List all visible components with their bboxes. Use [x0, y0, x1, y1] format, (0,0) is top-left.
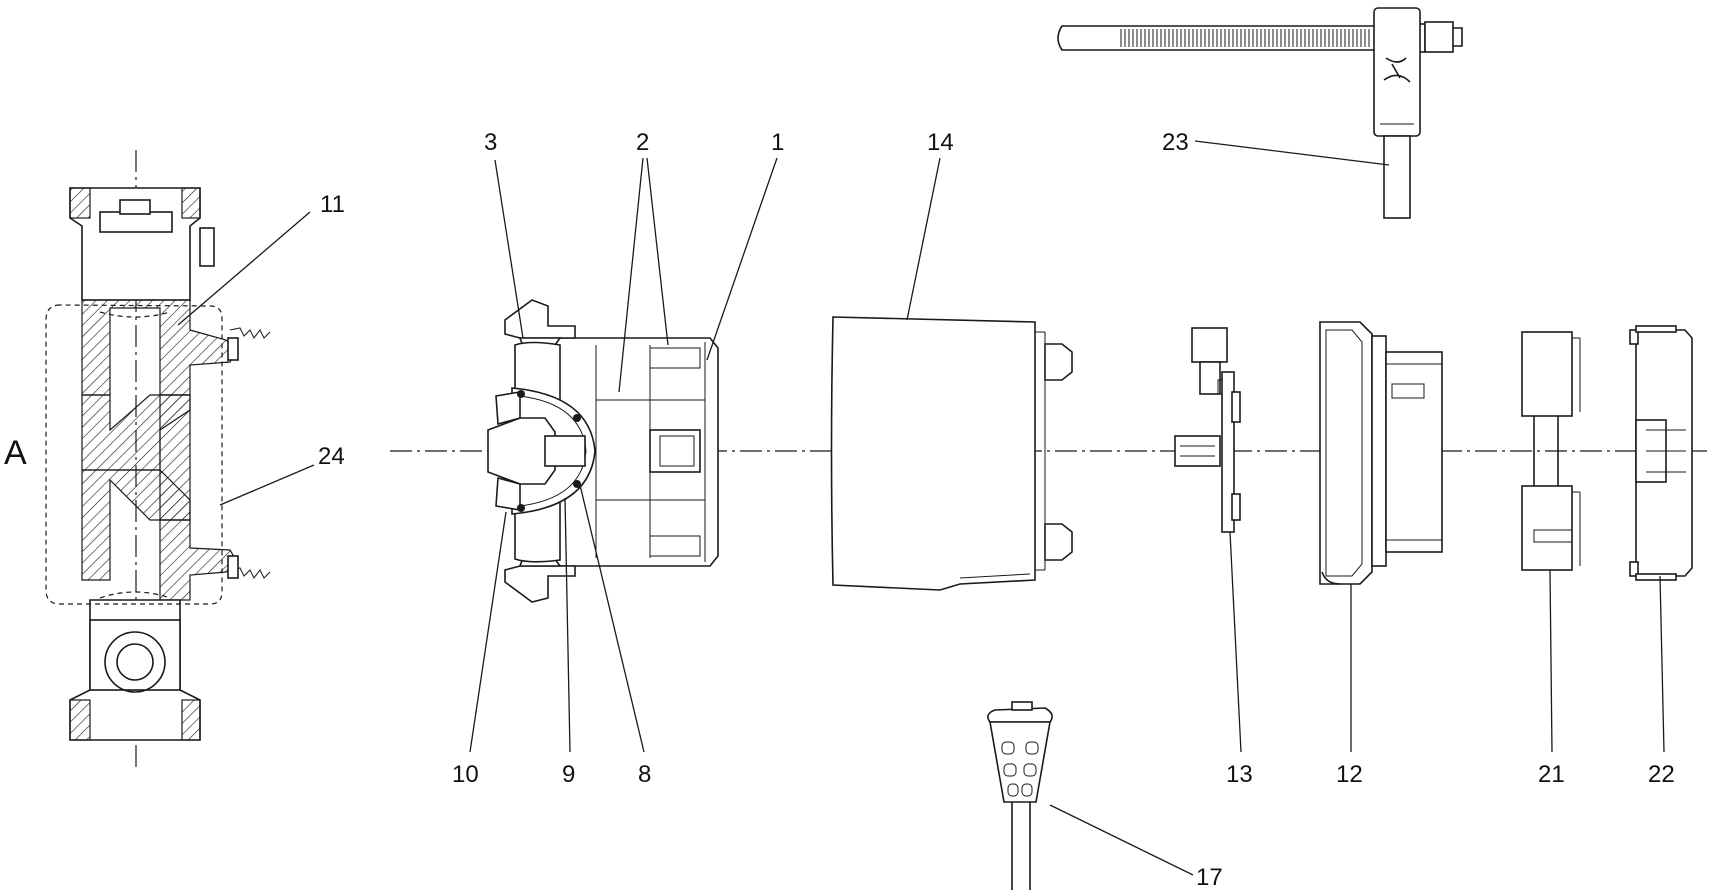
- bearing-ball-bottom: [517, 504, 525, 512]
- leader-8: [579, 484, 645, 753]
- leader-13: [1229, 531, 1242, 753]
- pcb-board: [1221, 371, 1235, 533]
- leader-11: [177, 211, 311, 326]
- leader-2a: [618, 157, 644, 393]
- leader-1: [706, 157, 778, 361]
- cover-21: [1521, 331, 1581, 571]
- leader-23: [1194, 140, 1390, 166]
- stator-assembly: [487, 299, 719, 603]
- cover-tab-top: [1044, 343, 1073, 381]
- front-cover-22: [1629, 325, 1693, 581]
- detail-boundary: [45, 304, 223, 605]
- cover-tab-bottom: [1044, 523, 1073, 561]
- callout-13: 13: [1226, 761, 1253, 788]
- leader-24: [219, 464, 315, 506]
- cover-body: [830, 316, 1036, 591]
- cover-21-bottom: [1521, 485, 1573, 571]
- body-upper: [81, 299, 237, 396]
- vent-plug: [199, 227, 215, 267]
- bearing-ball-top: [517, 390, 525, 398]
- thread-top: [229, 327, 271, 339]
- o-ring-bottom: [573, 480, 581, 488]
- o-ring-top: [573, 414, 581, 422]
- leader-10: [469, 511, 507, 753]
- pcb-terminal: [1174, 435, 1221, 467]
- stator-cover-14: [830, 316, 1073, 591]
- leader-3: [494, 159, 524, 339]
- strainer-17: [987, 701, 1053, 890]
- leader-14: [906, 157, 941, 321]
- callout-22: 22: [1648, 761, 1675, 788]
- sensor-cable-tie-23: [1057, 7, 1463, 219]
- leader-9: [564, 497, 571, 753]
- callout-8: 8: [638, 761, 651, 788]
- callout-17: 17: [1196, 864, 1223, 891]
- leader-21: [1549, 569, 1553, 753]
- leader-2b: [646, 157, 669, 346]
- callout-23: 23: [1162, 129, 1189, 156]
- control-box-12: [1319, 321, 1443, 585]
- callout-24: 24: [318, 443, 345, 470]
- impeller: [487, 417, 556, 485]
- leader-lines: [177, 140, 1665, 876]
- callout-3: 3: [484, 129, 497, 156]
- callout-2: 2: [636, 129, 649, 156]
- control-box-front: [1319, 321, 1373, 585]
- pump-housing-section: [45, 150, 271, 770]
- callout-12: 12: [1336, 761, 1363, 788]
- callout-labels: A 11 24 3 2 1 14 23 10 9 8 13 12 21 22 1…: [4, 129, 1675, 891]
- section-label-a: A: [4, 434, 27, 472]
- brand-logo-icon: [1383, 57, 1411, 83]
- thread-bottom: [229, 567, 271, 579]
- top-clip: [504, 299, 576, 339]
- sensor-cable: [1383, 135, 1411, 219]
- leader-22: [1659, 575, 1665, 753]
- circuit-board-13: [1174, 327, 1241, 533]
- leader-17: [1049, 804, 1194, 876]
- shaft: [544, 435, 586, 467]
- cover-21-top: [1521, 331, 1573, 417]
- callout-11: 11: [320, 191, 345, 218]
- pcb-connector: [1191, 327, 1228, 363]
- bottom-clip: [504, 565, 576, 603]
- callout-14: 14: [927, 129, 954, 156]
- callout-9: 9: [562, 761, 575, 788]
- callout-10: 10: [452, 761, 479, 788]
- callout-1: 1: [771, 129, 784, 156]
- strainer-body: [989, 721, 1051, 803]
- control-box-body: [1385, 351, 1443, 553]
- callout-21: 21: [1538, 761, 1565, 788]
